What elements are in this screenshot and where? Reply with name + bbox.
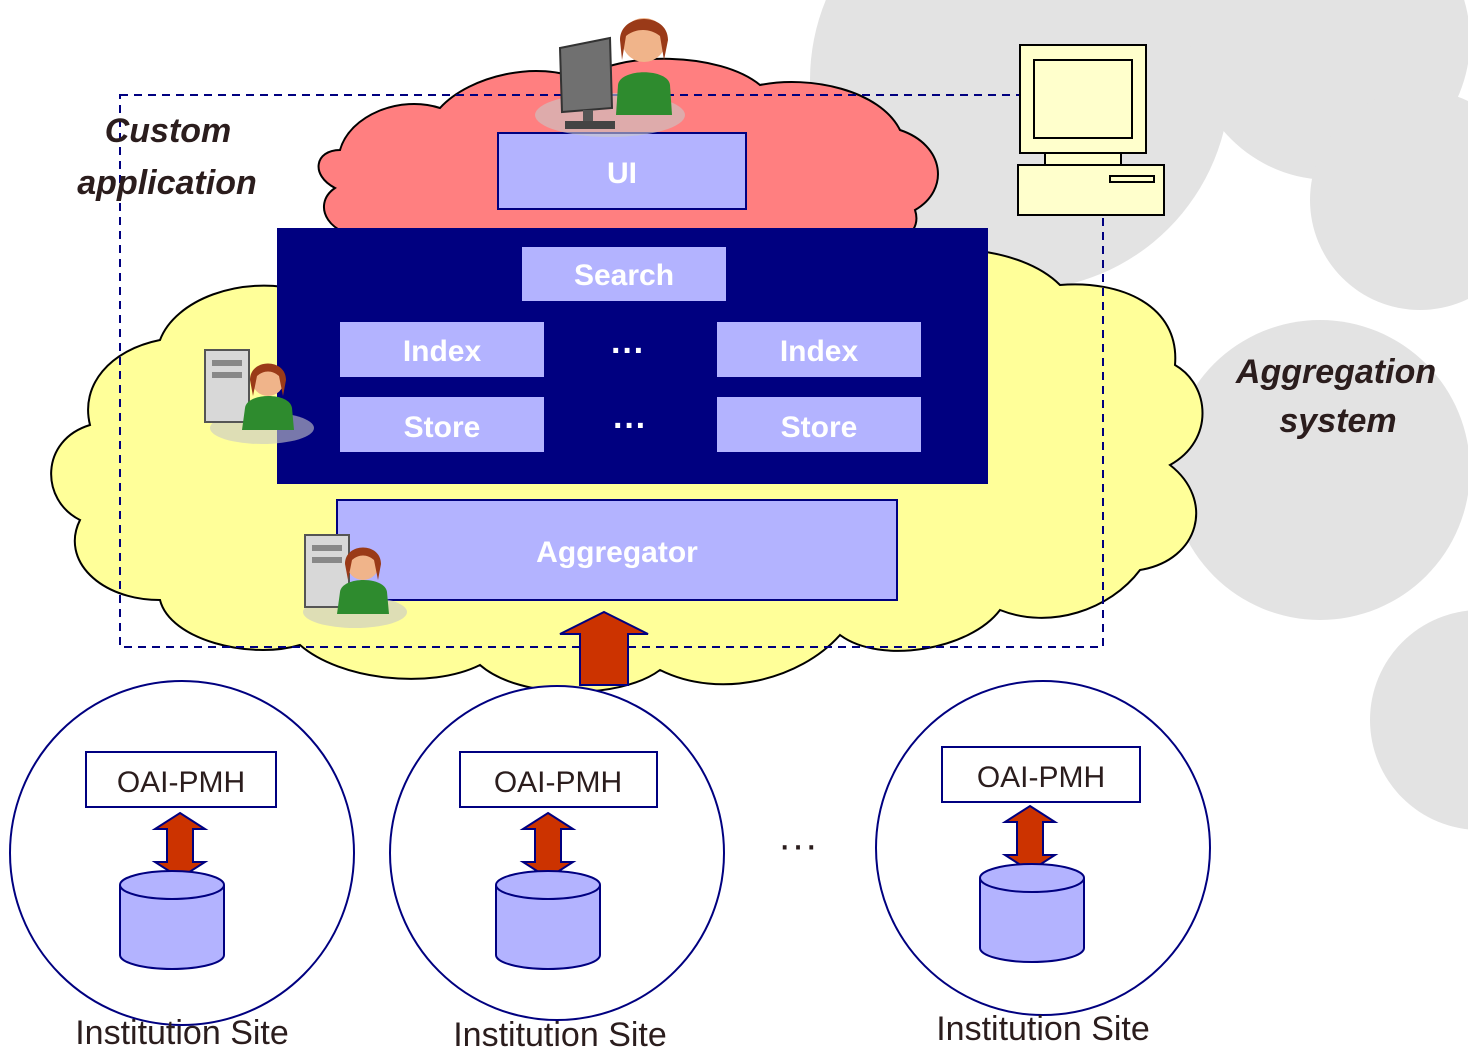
- user-with-monitor-icon: [535, 18, 685, 137]
- custom-application-label-line1: Custom: [105, 112, 232, 150]
- index-right-label: Index: [780, 335, 859, 368]
- store-right-label: Store: [781, 411, 858, 444]
- sites-ellipsis: ···: [778, 823, 818, 867]
- search-index-store-block: Search Index Index Store Store ··· ···: [277, 228, 988, 484]
- desktop-computer-icon: [1017, 44, 1165, 216]
- aggregation-system-label-line2: system: [1279, 402, 1396, 440]
- store-ellipsis: ···: [613, 407, 647, 445]
- harvest-up-arrow: [559, 610, 649, 686]
- aggregation-system-label-line1: Aggregation: [1235, 353, 1436, 391]
- index-left-label: Index: [403, 335, 482, 368]
- custom-application-label-line2: application: [77, 164, 256, 202]
- server-user-icon-bottom: [303, 534, 407, 628]
- aggregator-box: Aggregator: [336, 499, 898, 601]
- institution-site-2: OAI-PMH Institution Site: [389, 685, 725, 1052]
- oai-pmh-label: OAI-PMH: [117, 766, 245, 799]
- index-ellipsis: ···: [611, 332, 645, 370]
- oai-pmh-label: OAI-PMH: [494, 766, 622, 799]
- store-left-label: Store: [404, 411, 481, 444]
- institution-site-3: OAI-PMH Institution Site: [875, 680, 1211, 1048]
- oai-pmh-label: OAI-PMH: [977, 761, 1105, 794]
- institution-site-caption: Institution Site: [75, 1014, 289, 1052]
- aggregator-label: Aggregator: [536, 536, 698, 569]
- ui-box: UI: [497, 132, 747, 210]
- search-box-label: Search: [574, 259, 674, 292]
- server-user-icon-middle: [204, 349, 314, 444]
- ui-box-label: UI: [607, 157, 637, 190]
- institution-site-caption: Institution Site: [936, 1010, 1150, 1048]
- institution-site-caption: Institution Site: [453, 1016, 667, 1052]
- institution-site-1: OAI-PMH Institution Site: [9, 680, 355, 1052]
